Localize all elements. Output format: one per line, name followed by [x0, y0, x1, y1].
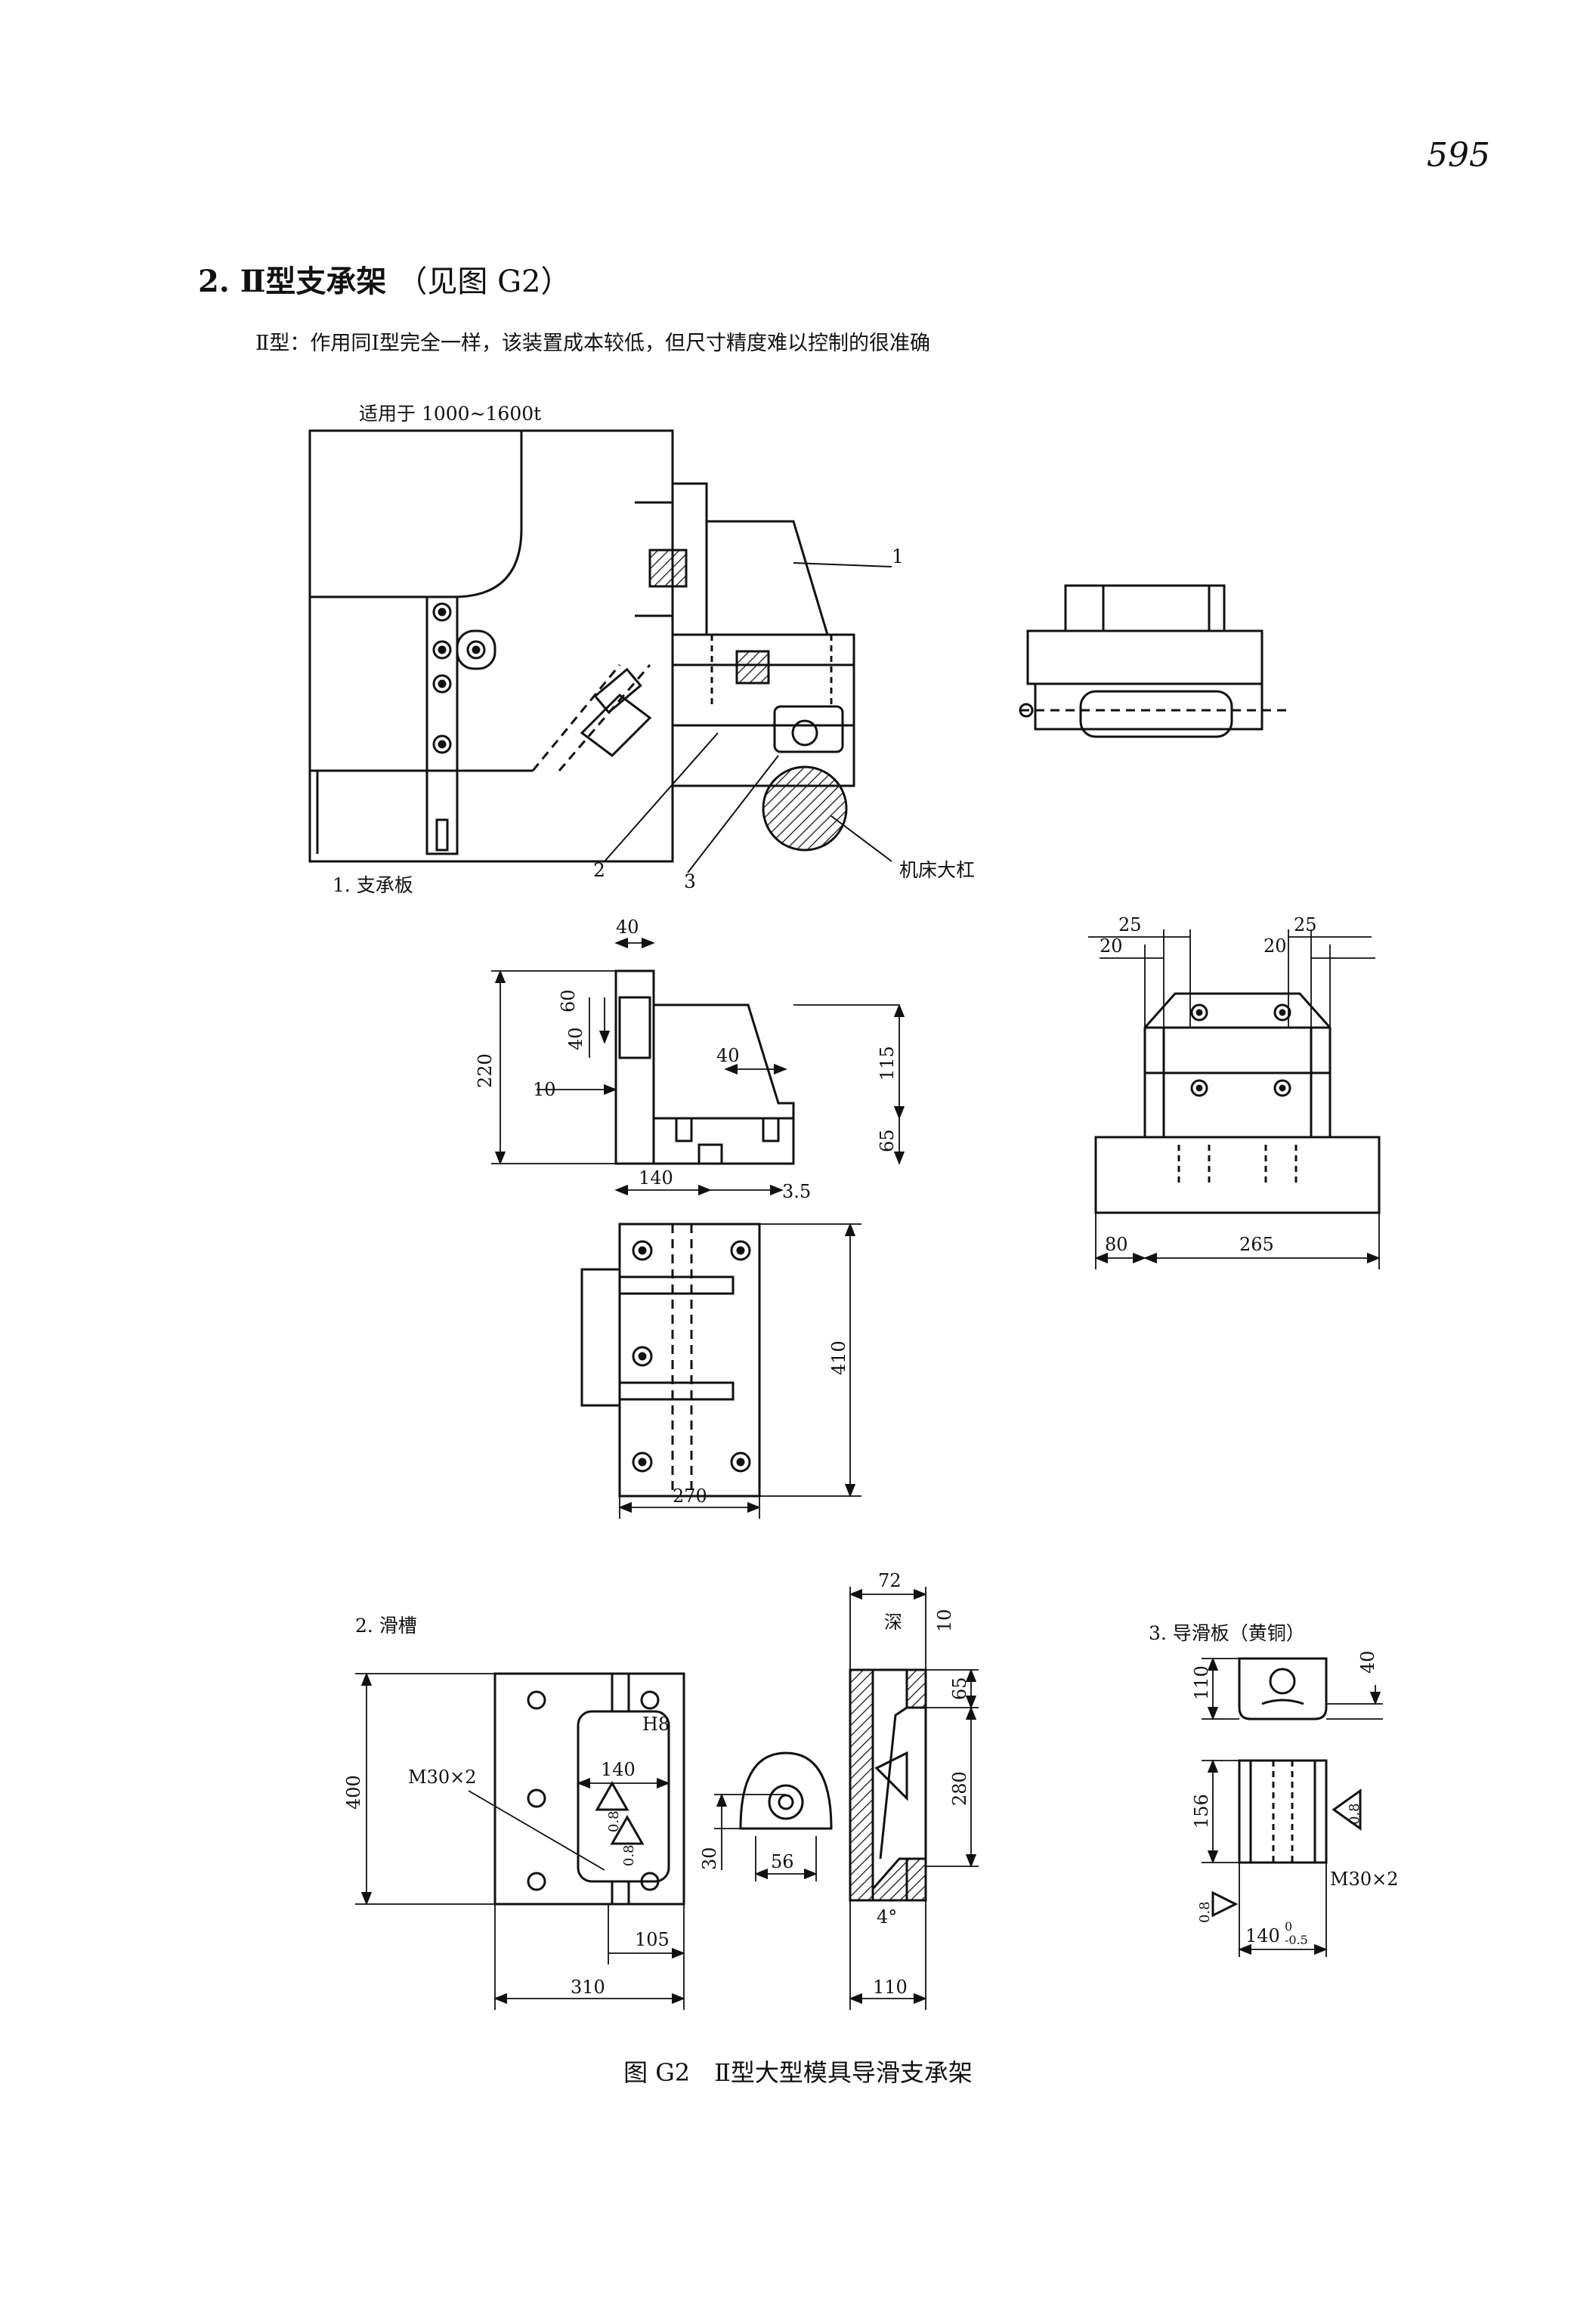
dim-label: 20: [1100, 935, 1123, 957]
dim-label: 0.8: [1347, 1803, 1362, 1825]
dim-label: 220: [475, 1053, 496, 1088]
dim-label: 40: [716, 1045, 740, 1066]
dim-label: 40: [565, 1027, 586, 1050]
page-number: 595: [1427, 136, 1490, 175]
dim-label: M30×2: [1330, 1869, 1399, 1890]
section-number: 2.: [198, 264, 230, 299]
machine-bar-label: 机床大杠: [899, 859, 975, 881]
assembly-applicable-label: 适用于 1000~1600t: [359, 403, 541, 425]
dim-label: 115: [877, 1046, 898, 1080]
dim-label: 270: [673, 1485, 707, 1507]
guide-plate-plan-view: [1211, 1759, 1362, 1918]
slot-front-dims: [355, 1672, 685, 2010]
dim-label: 25: [1294, 914, 1317, 935]
dim-label: 310: [571, 1977, 605, 1998]
dim-label: 265: [1239, 1234, 1274, 1255]
section-title: 2. Ⅱ型支承架 （见图 G2）: [198, 257, 571, 301]
support-plate-side-view: [614, 969, 795, 1165]
dim-label: 30: [699, 1847, 720, 1870]
dim-label: 60: [558, 989, 579, 1012]
dim-label: 40: [616, 917, 639, 938]
callout-3: 3: [684, 870, 696, 892]
dim-label: H8: [642, 1714, 670, 1735]
dim-label: 0.8: [606, 1810, 622, 1832]
front-view-dims: [1088, 929, 1381, 1269]
dim-label: 20: [1264, 935, 1287, 957]
slot-small-view: [739, 1751, 833, 1830]
dim-label: 3.5: [782, 1181, 811, 1202]
section-figure-ref: （见图 G2）: [397, 264, 571, 299]
callout-2: 2: [593, 859, 605, 881]
dim-label: 400: [343, 1775, 364, 1810]
dim-label: 80: [1105, 1234, 1128, 1255]
dim-label: 156: [1191, 1794, 1212, 1829]
support-plate-side-dims: [491, 937, 905, 1196]
dim-label: 56: [771, 1851, 794, 1872]
dim-label: 110: [873, 1977, 908, 1998]
dim-label: M30×2: [408, 1767, 477, 1788]
slot-section-view: [849, 1668, 927, 1902]
slot-section-dims: [849, 1587, 979, 2010]
dim-label: 410: [828, 1340, 849, 1375]
support-plate-top-view: [580, 1223, 761, 1498]
dim-label: 72: [878, 1570, 902, 1591]
dim-label: 0.8: [621, 1844, 637, 1866]
dim-label: 4°: [877, 1906, 897, 1928]
part-3-title: 3. 导滑板（黄铜）: [1149, 1622, 1305, 1644]
dim-label: 65: [877, 1129, 898, 1152]
dim-tolerance-upper: 0: [1285, 1919, 1292, 1934]
section-title-text: Ⅱ型支承架: [240, 264, 387, 299]
assembly-view: [308, 429, 892, 873]
dim-label: 105: [635, 1929, 670, 1950]
callout-1: 1: [892, 546, 904, 567]
part-2-title: 2. 滑槽: [355, 1615, 417, 1637]
end-view-small: [1019, 584, 1292, 738]
guide-plate-end-view: [1238, 1657, 1328, 1720]
dim-label: 140: [1245, 1925, 1280, 1946]
dim-label: 140: [601, 1759, 636, 1780]
slot-small-dims: [714, 1793, 818, 1881]
figure-caption: 图 G2 Ⅱ型大型模具导滑支承架: [623, 2058, 973, 2087]
dim-label: 65: [949, 1677, 970, 1700]
part-1-title: 1. 支承板: [332, 874, 413, 896]
slot-front-view: [493, 1672, 685, 1906]
intro-paragraph: Ⅱ型：作用同Ⅰ型完全一样，该装置成本较低，但尺寸精度难以控制的很准确: [255, 332, 931, 355]
dim-label: 10: [934, 1609, 955, 1632]
dim-label: 深: [884, 1612, 902, 1633]
dim-label: 110: [1191, 1665, 1212, 1700]
front-view: [1094, 992, 1381, 1214]
dim-label: 0.8: [1197, 1901, 1213, 1923]
dim-label: 40: [1357, 1650, 1378, 1674]
guide-plate-dims: [1202, 1657, 1383, 1957]
dim-tolerance-lower: -0.5: [1285, 1933, 1308, 1947]
dim-label: 140: [639, 1167, 673, 1189]
dim-label: 280: [949, 1771, 970, 1806]
support-plate-top-dims: [618, 1223, 861, 1519]
dim-label: 25: [1118, 914, 1142, 935]
dim-label: 10: [533, 1079, 556, 1100]
